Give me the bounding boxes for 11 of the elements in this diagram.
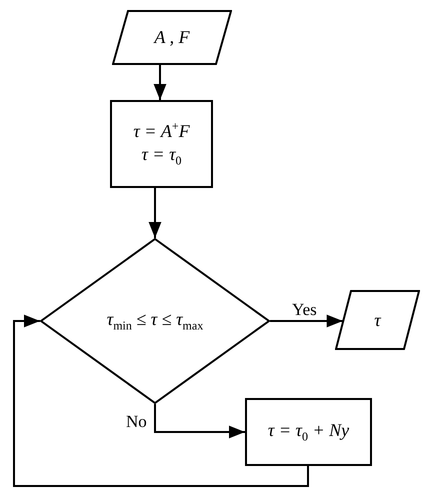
formula-text: τ — [374, 308, 381, 332]
formula-text: τ = τ$_{0}$ + Ny — [268, 419, 350, 445]
formula-text: A , F — [154, 26, 190, 49]
arrow — [270, 314, 343, 328]
arrow — [148, 188, 162, 238]
arrow — [154, 65, 166, 100]
formula-text: τ = A$^{+}$F — [133, 119, 190, 143]
arrow — [13, 314, 309, 487]
formula-text: τ$_{min}$ ≤ τ ≤ τ$_{max}$ — [106, 308, 204, 334]
arrow — [154, 404, 245, 438]
formula-text: τ = τ$_{0}$ — [141, 142, 182, 169]
